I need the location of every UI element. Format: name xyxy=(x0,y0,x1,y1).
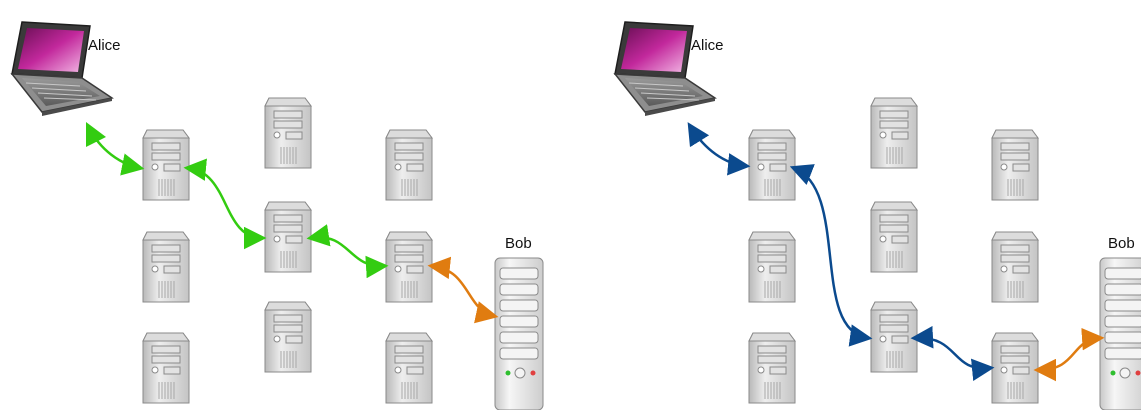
server-icon xyxy=(385,332,433,404)
route-link xyxy=(85,121,145,176)
route-link xyxy=(910,325,995,381)
route-link xyxy=(687,122,751,176)
route-link-exit xyxy=(1033,327,1105,382)
server-icon xyxy=(748,332,796,404)
route-link-exit xyxy=(427,256,499,324)
bob-label: Bob xyxy=(505,235,532,252)
alice-label: Alice xyxy=(88,37,121,54)
server-icon xyxy=(264,301,312,373)
route-link xyxy=(183,158,267,250)
server-icon xyxy=(142,129,190,201)
server-icon xyxy=(991,129,1039,201)
server-icon xyxy=(264,201,312,273)
server-icon xyxy=(385,231,433,303)
server-icon xyxy=(870,301,918,373)
alice-label: Alice xyxy=(691,37,724,54)
bob-tower-server-icon xyxy=(494,257,544,410)
server-icon xyxy=(991,332,1039,404)
panel-right: Alice Bob xyxy=(614,21,1141,410)
server-icon xyxy=(142,231,190,303)
panel-left: Alice Bob xyxy=(11,21,544,410)
server-icon xyxy=(991,231,1039,303)
server-icon xyxy=(870,201,918,273)
route-link xyxy=(306,224,389,279)
server-icon xyxy=(264,97,312,169)
server-icon xyxy=(142,332,190,404)
route-link xyxy=(789,164,873,347)
server-icon xyxy=(385,129,433,201)
bob-label: Bob xyxy=(1108,235,1135,252)
server-icon xyxy=(748,129,796,201)
bob-tower-server-icon xyxy=(1099,257,1141,410)
server-icon xyxy=(870,97,918,169)
server-icon xyxy=(748,231,796,303)
